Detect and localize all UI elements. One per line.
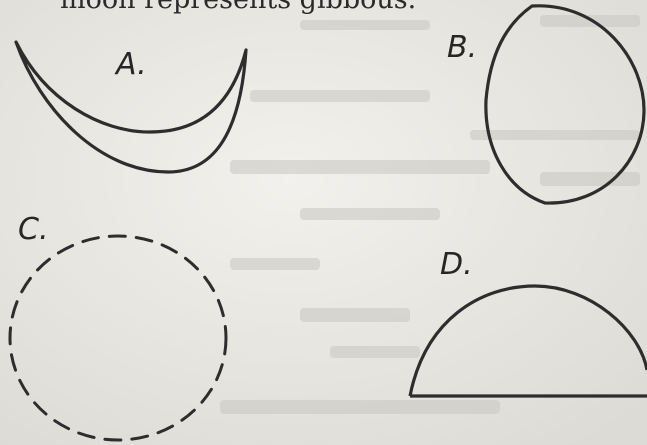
question-stem-fragment: moon represents gibbous. [60,0,416,15]
option-label-a: A. [116,47,147,82]
half-moon-icon [408,284,647,398]
option-label-b: B. [447,30,478,65]
dashed-circle-icon [8,234,228,442]
gibbous-moon-icon [484,4,646,205]
crescent-moon-icon [14,40,248,174]
option-label-d: D. [440,247,473,282]
bleed-through-text [220,15,640,414]
option-label-c: C. [18,212,49,247]
